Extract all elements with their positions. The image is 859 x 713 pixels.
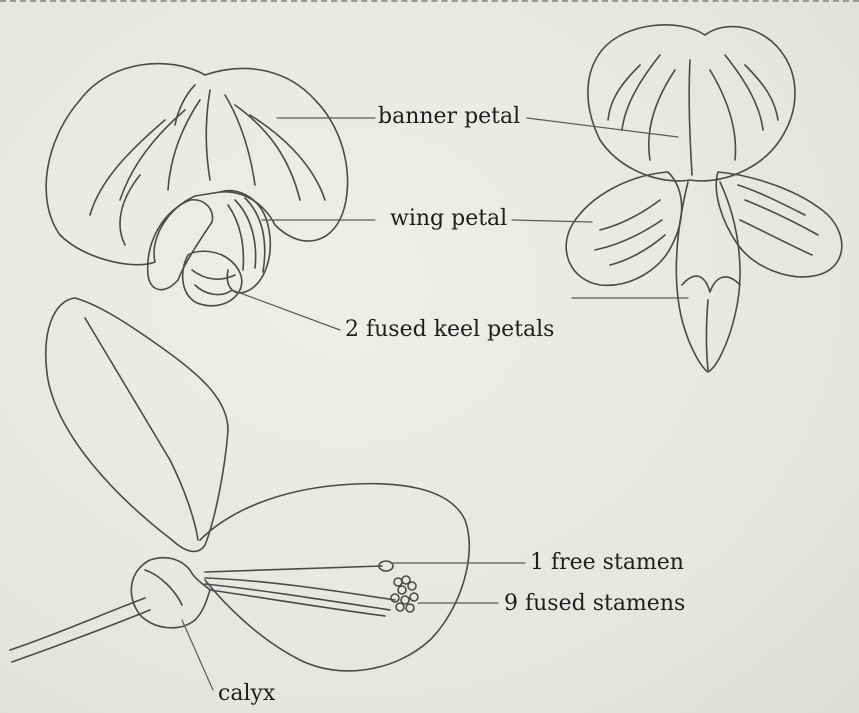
stem	[10, 598, 145, 650]
leader-keel-petals	[232, 290, 340, 330]
leader-calyx	[182, 620, 213, 690]
side-section-flower	[10, 298, 469, 671]
side-banner-petal	[46, 298, 228, 551]
label-free-stamen: 1 free stamen	[530, 552, 684, 574]
label-fused-stamens: 9 fused stamens	[504, 593, 685, 615]
front-view-flower	[46, 64, 347, 306]
banner-petal-shape	[46, 64, 347, 265]
leader-banner-petal-right	[527, 118, 678, 137]
label-banner-petal: banner petal	[378, 106, 520, 128]
spread-petals-flower	[566, 25, 842, 372]
spread-keel-petals	[676, 182, 740, 372]
label-keel-petals: 2 fused keel petals	[345, 319, 554, 341]
label-wing-petal: wing petal	[390, 208, 507, 230]
label-calyx: calyx	[218, 683, 275, 705]
side-keel-petal	[200, 484, 469, 671]
spread-wing-left	[566, 172, 681, 285]
leader-wing-petal-right	[512, 220, 592, 222]
calyx-shape	[131, 558, 210, 628]
